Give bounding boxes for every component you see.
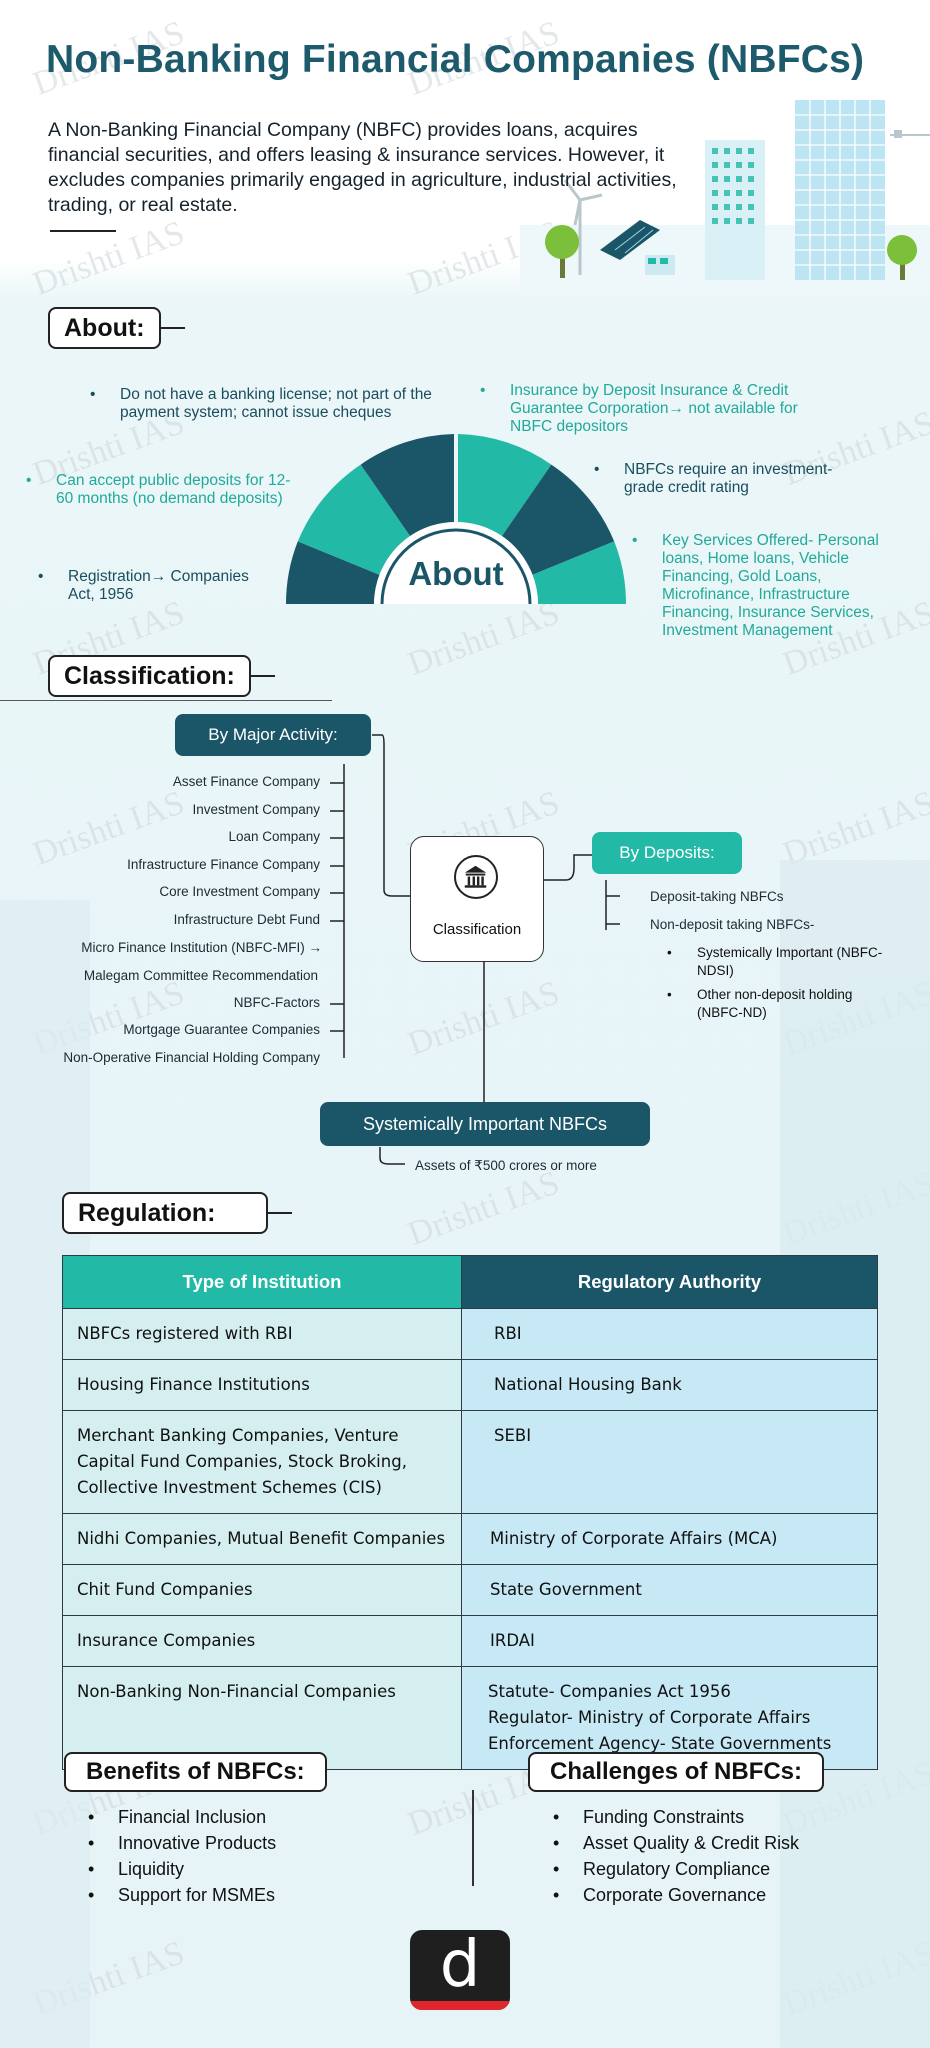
challenges-list: •Funding Constraints •Asset Quality & Cr… [553, 1804, 799, 1908]
city-skyline-illustration [520, 100, 930, 290]
table-cell: RBI [461, 1308, 878, 1360]
drishti-logo: d [410, 1930, 510, 2010]
list-item: •Corporate Governance [553, 1885, 767, 1905]
about-point: •Key Services Offered- Personal loans, H… [632, 532, 879, 639]
table-cell: NBFCs registered with RBI [62, 1308, 462, 1360]
about-point: •Can accept public deposits for 12-60 mo… [26, 472, 291, 507]
systemic-note: Assets of ₹500 crores or more [415, 1158, 597, 1173]
systemically-important-box: Systemically Important NBFCs [320, 1102, 650, 1146]
intro-text: A Non-Banking Financial Company (NBFC) p… [48, 119, 677, 216]
table-header: Type of Institution [62, 1255, 462, 1309]
by-major-activity-box: By Major Activity: [175, 714, 371, 756]
list-item: •Support for MSMEs [88, 1885, 276, 1905]
table-row: Housing Finance Institutions National Ho… [62, 1359, 878, 1411]
activity-item: NBFC-Factors [233, 995, 320, 1010]
activity-item: Infrastructure Finance Company [127, 857, 320, 872]
table-cell: Ministry of Corporate Affairs (MCA) [461, 1513, 878, 1565]
table-row: Insurance Companies IRDAI [62, 1615, 878, 1667]
deposit-item: Non-deposit taking NBFCs- [650, 917, 815, 932]
list-item: •Funding Constraints [553, 1807, 745, 1827]
about-point: •Registration→ Companies Act, 1956 [38, 568, 249, 603]
about-section-label: About: [48, 307, 185, 349]
divider [50, 230, 116, 232]
about-point: •Do not have a banking license; not part… [90, 386, 432, 421]
classification-center-label: Classification [432, 921, 522, 938]
table-header-row: Type of Institution Regulatory Authority [62, 1255, 878, 1309]
activity-item: Investment Company [192, 802, 320, 817]
table-row: Chit Fund Companies State Government [62, 1564, 878, 1616]
table-cell: State Government [461, 1564, 878, 1616]
column-divider [472, 1790, 474, 1886]
about-center-label: About [408, 555, 504, 592]
table-cell: IRDAI [461, 1615, 878, 1667]
list-item: •Liquidity [88, 1859, 185, 1879]
activity-item: Loan Company [228, 829, 320, 844]
activity-item: Infrastructure Debt Fund [173, 912, 320, 927]
deposit-item: Deposit-taking NBFCs [650, 889, 784, 904]
list-item: •Innovative Products [88, 1833, 277, 1853]
activity-item: Asset Finance Company [172, 774, 320, 789]
table-row: NBFCs registered with RBI RBI [62, 1308, 878, 1360]
activity-item: Non-Operative Financial Holding Company [63, 1050, 320, 1065]
activity-list: Asset Finance Company Investment Company… [20, 774, 322, 1074]
deposit-sub-item: •Systemically Important (NBFC-NDSI) [667, 945, 883, 978]
activity-item: Micro Finance Institution (NBFC-MFI) → [81, 940, 322, 955]
page-title: Non-Banking Financial Companies (NBFCs) [46, 38, 865, 81]
table-cell: Nidhi Companies, Mutual Benefit Companie… [62, 1513, 462, 1565]
list-item: •Asset Quality & Credit Risk [553, 1833, 800, 1853]
table-cell: Chit Fund Companies [62, 1564, 462, 1616]
about-semicircle-diagram [285, 434, 627, 605]
table-cell: Insurance Companies [62, 1615, 462, 1667]
activity-item: Mortgage Guarantee Companies [123, 1022, 320, 1037]
regulation-section-label: Regulation: [62, 1192, 292, 1234]
activity-ticks [330, 782, 344, 1032]
bank-icon [454, 855, 498, 899]
challenges-section-label: Challenges of NBFCs: [528, 1752, 825, 1792]
regulation-table: Type of Institution Regulatory Authority… [62, 1255, 878, 1770]
table-cell: National Housing Bank [461, 1359, 878, 1411]
activity-item: Malegam Committee Recommendation [83, 968, 318, 983]
benefits-list: •Financial Inclusion •Innovative Product… [88, 1804, 276, 1908]
about-point: •Insurance by Deposit Insurance & Credit… [480, 382, 798, 435]
activity-item: Core Investment Company [159, 884, 320, 899]
benefits-section-label: Benefits of NBFCs: [64, 1752, 327, 1792]
watermark: Drishti IAS [28, 214, 190, 303]
about-point: •NBFCs require an investment-grade credi… [594, 461, 833, 496]
table-row: Nidhi Companies, Mutual Benefit Companie… [62, 1513, 878, 1565]
by-deposits-box: By Deposits: [592, 832, 742, 874]
table-cell: SEBI [461, 1410, 878, 1514]
logo-letter: d [439, 1930, 481, 2002]
table-row: Merchant Banking Companies, Venture Capi… [62, 1410, 878, 1514]
classification-center-box: Classification [410, 836, 544, 962]
table-cell: Merchant Banking Companies, Venture Capi… [62, 1410, 462, 1514]
deposit-sub-item: •Other non-deposit holding (NBFC-ND) [667, 987, 853, 1020]
table-header: Regulatory Authority [461, 1255, 878, 1309]
table-cell: Housing Finance Institutions [62, 1359, 462, 1411]
list-item: •Financial Inclusion [88, 1807, 267, 1827]
classification-connectors [0, 700, 620, 1165]
list-item: •Regulatory Compliance [553, 1859, 771, 1879]
classification-section-label: Classification: [48, 655, 275, 697]
